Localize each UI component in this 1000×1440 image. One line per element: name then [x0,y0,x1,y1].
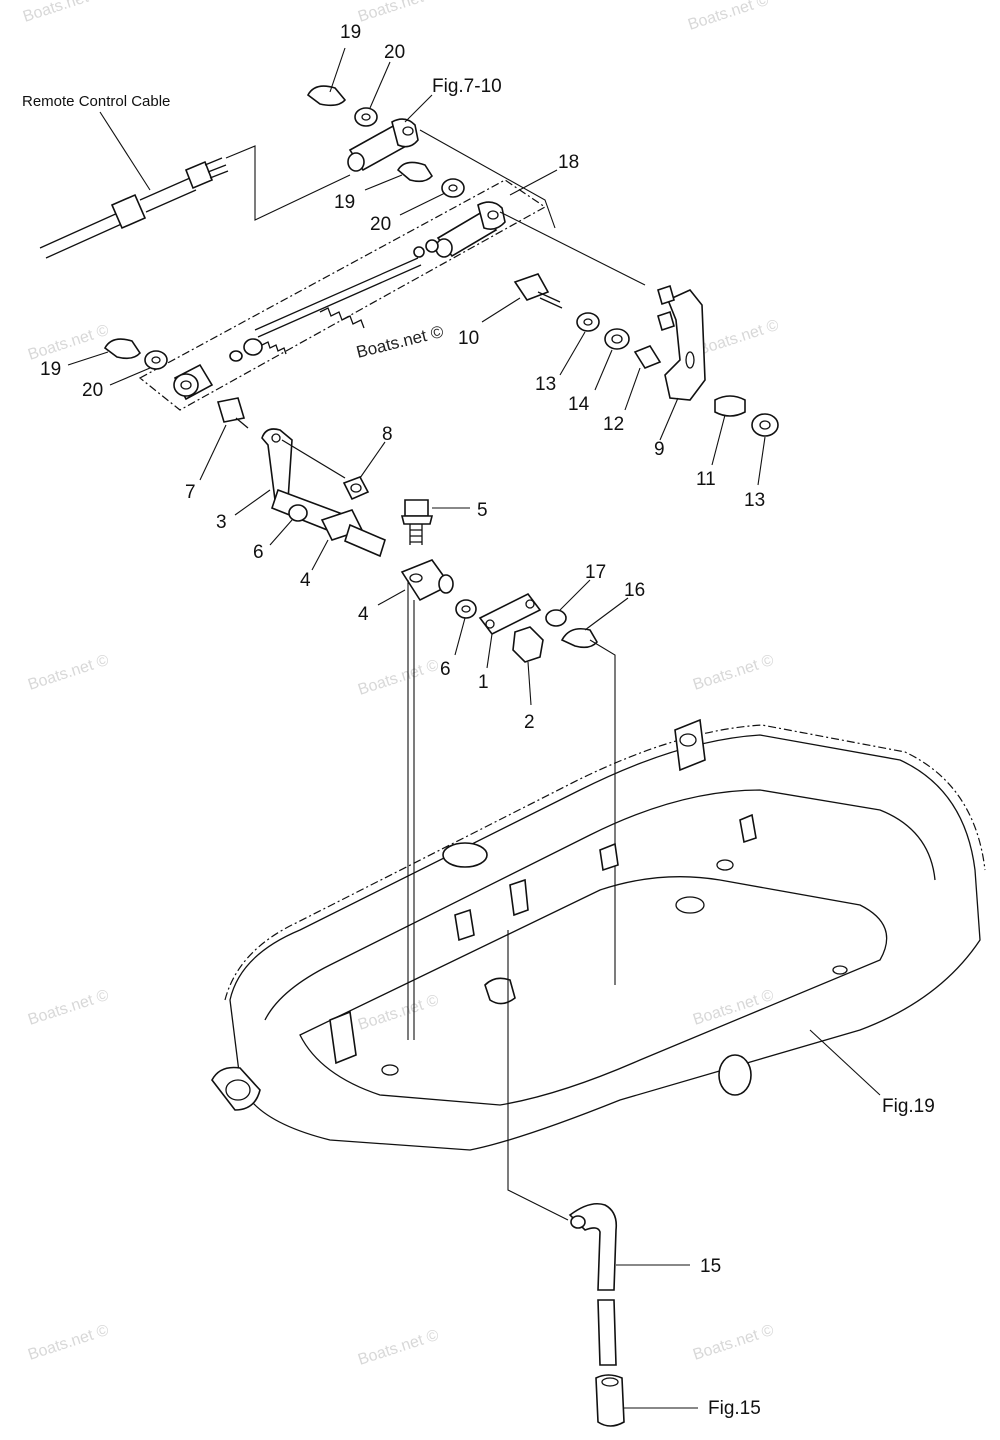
callout-3: 3 [216,512,227,533]
callout-4-upper: 4 [300,570,311,591]
left-rod-end [103,338,287,429]
callout-5: 5 [477,500,488,521]
callout-12: 12 [603,414,624,435]
ref-fig-7-10: Fig.7-10 [432,76,502,97]
callout-leaders [67,47,766,1409]
remote-control-cable-label: Remote Control Cable [22,93,170,110]
watermark-text: Boats.net © [691,652,776,694]
callout-2: 2 [524,712,535,733]
watermark-text: Boats.net © [691,1322,776,1364]
callout-20-mid: 20 [370,214,391,235]
bottom-cowling [211,718,986,1151]
ref-fig-19: Fig.19 [882,1096,935,1117]
shift-lever-assembly [261,428,386,558]
watermark-text: Boats.net © [21,0,106,26]
callout-6-upper: 6 [253,542,264,563]
lower-joint [400,559,616,985]
watermark-text: Boats.net © [26,987,111,1029]
callout-13-right: 13 [744,490,765,511]
callout-16: 16 [624,580,645,601]
callout-6-lower: 6 [440,659,451,680]
callout-18: 18 [558,152,579,173]
watermark-text: Boats.net © [356,1327,441,1369]
callout-19-mid: 19 [334,192,355,213]
watermark-text: Boats.net © [26,1322,111,1364]
callout-20-left: 20 [82,380,103,401]
callout-7: 7 [185,482,196,503]
watermark-text: Boats.net © [356,0,441,26]
callout-11: 11 [696,469,716,490]
callout-numbers: 19 20 19 20 18 10 13 14 12 9 11 13 19 20… [40,22,765,1277]
watermark-text: Boats.net © [691,987,776,1029]
callout-10: 10 [458,328,479,349]
throttle-arm-assembly [513,273,779,437]
watermark-text: Boats.net © [26,652,111,694]
ref-fig-15: Fig.15 [708,1398,761,1419]
callout-15: 15 [700,1256,721,1277]
upper-linkage [254,85,646,338]
callout-14: 14 [568,394,590,415]
callout-20-top: 20 [384,42,405,63]
assembly-group-18 [138,179,547,411]
callout-17: 17 [585,562,606,583]
inline-watermark: Boats.net © [354,322,445,362]
watermark-text: Boats.net © [686,0,771,34]
callout-1: 1 [478,672,489,693]
callout-8: 8 [382,424,393,445]
callout-19-left: 19 [40,359,61,380]
bolt-5 [400,499,434,545]
watermark-text: Boats.net © [356,992,441,1034]
callout-19-top: 19 [340,22,361,43]
callout-9: 9 [654,439,665,460]
callout-4-lower: 4 [358,604,369,625]
watermark-text: Boats.net © [696,317,781,359]
watermark-text: Boats.net © [356,657,441,699]
callout-13-left: 13 [535,374,556,395]
watermark-text: Boats.net © [26,322,111,364]
remote-control-cable [39,111,351,259]
hose-15 [568,1202,625,1427]
